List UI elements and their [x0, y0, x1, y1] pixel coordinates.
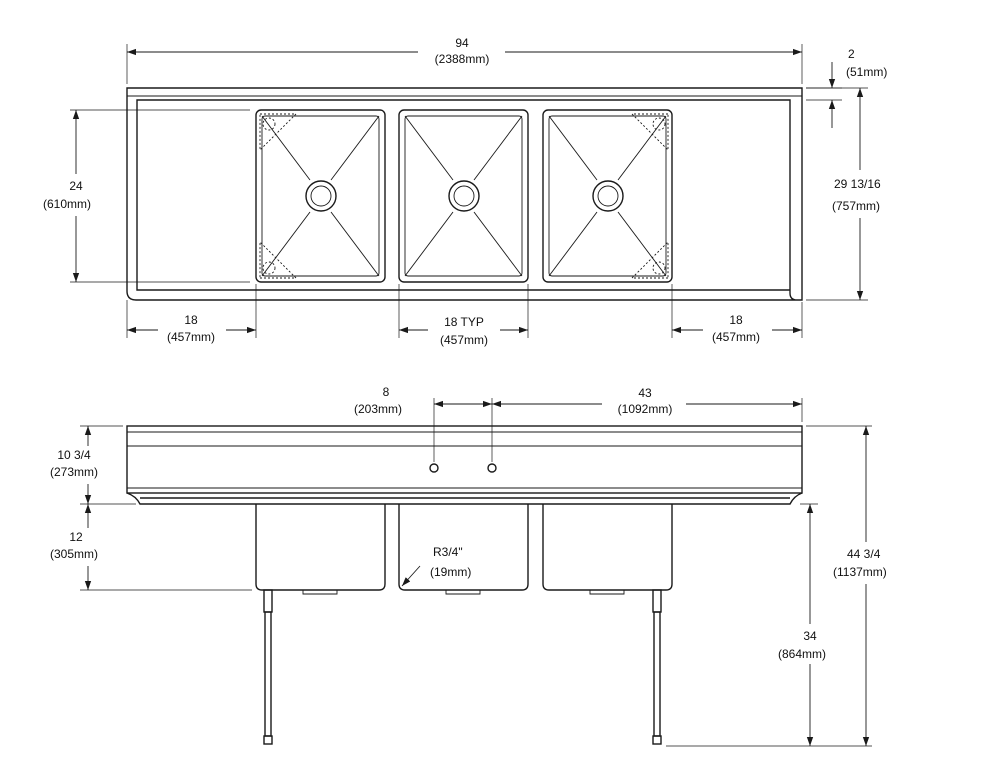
dim-label-metric: (1137mm)	[833, 565, 887, 579]
dim-label: 12	[69, 530, 83, 544]
drain-icon	[305, 180, 337, 212]
sink-outline-front	[126, 425, 803, 505]
dim-label: 2	[848, 47, 855, 61]
leg-left	[263, 589, 273, 745]
bowl-right-front	[542, 504, 673, 595]
sink-outline-top	[126, 87, 803, 301]
dim-label: 44 3/4	[847, 547, 881, 561]
front-view: 8 (203mm) 43 (1092mm) 10 3/4 (273mm) 12	[50, 385, 887, 747]
bowl-left-front	[255, 504, 386, 595]
faucet-hole-icon	[487, 463, 497, 473]
dim-label-metric: (19mm)	[430, 565, 471, 579]
dim-label-metric: (457mm)	[167, 330, 215, 344]
dim-overall-height: 44 3/4 (1137mm)	[806, 425, 887, 746]
dim-label: 18	[729, 313, 743, 327]
bowl-right-top	[542, 109, 673, 283]
leg-right	[652, 589, 662, 745]
dim-bowl-height: 12 (305mm)	[50, 504, 252, 591]
bowl-left-top	[255, 109, 386, 283]
dim-label: 18	[184, 313, 198, 327]
dim-label-metric: (457mm)	[440, 333, 488, 347]
dim-right-drainboard: 18 (457mm)	[671, 284, 803, 344]
dim-label-metric: (51mm)	[846, 65, 887, 79]
dim-faucet-spacing: 8 (203mm)	[354, 385, 493, 462]
bowl-center-top	[398, 109, 529, 283]
dim-corner-radius: R3/4" (19mm)	[401, 545, 471, 587]
top-view: 94 (2388mm) 2 (51mm) 29 13/16 (757mm)	[43, 36, 887, 347]
dim-label: 10 3/4	[57, 448, 91, 462]
dim-faucet-to-end: 43 (1092mm)	[492, 386, 803, 422]
dim-left-drainboard: 18 (457mm)	[126, 284, 257, 344]
dim-label-metric: (203mm)	[354, 402, 402, 416]
dim-label: R3/4"	[433, 545, 463, 559]
faucet-hole-icon	[429, 463, 439, 473]
dim-label-metric: (1092mm)	[618, 402, 673, 416]
dim-label-metric: (2388mm)	[435, 52, 490, 66]
dim-label: 18 TYP	[444, 315, 484, 329]
dim-bowl-width: 18 TYP (457mm)	[398, 284, 529, 347]
bowl-center-front	[398, 504, 529, 595]
dim-label: 8	[383, 385, 390, 399]
dim-label-metric: (864mm)	[778, 647, 826, 661]
dim-label: 34	[803, 629, 817, 643]
dim-label-metric: (457mm)	[712, 330, 760, 344]
dim-backsplash-height: 10 3/4 (273mm)	[50, 425, 136, 505]
dim-backsplash-top: 2 (51mm)	[806, 47, 887, 128]
drain-icon	[592, 180, 624, 212]
dim-label-metric: (757mm)	[832, 199, 880, 213]
dim-overall-depth: 29 13/16 (757mm)	[806, 87, 881, 301]
dim-rim-height: 34 (864mm)	[666, 503, 872, 747]
drain-icon	[448, 180, 480, 212]
dim-label-metric: (305mm)	[50, 547, 98, 561]
dim-label: 43	[638, 386, 652, 400]
dim-label: 29 13/16	[834, 177, 881, 191]
dim-label-metric: (610mm)	[43, 197, 91, 211]
dim-label-metric: (273mm)	[50, 465, 98, 479]
dim-overall-width: 94 (2388mm)	[126, 36, 803, 84]
dim-bowl-depth: 24 (610mm)	[43, 109, 250, 283]
dim-label: 24	[69, 179, 83, 193]
dim-label: 94	[455, 36, 469, 50]
